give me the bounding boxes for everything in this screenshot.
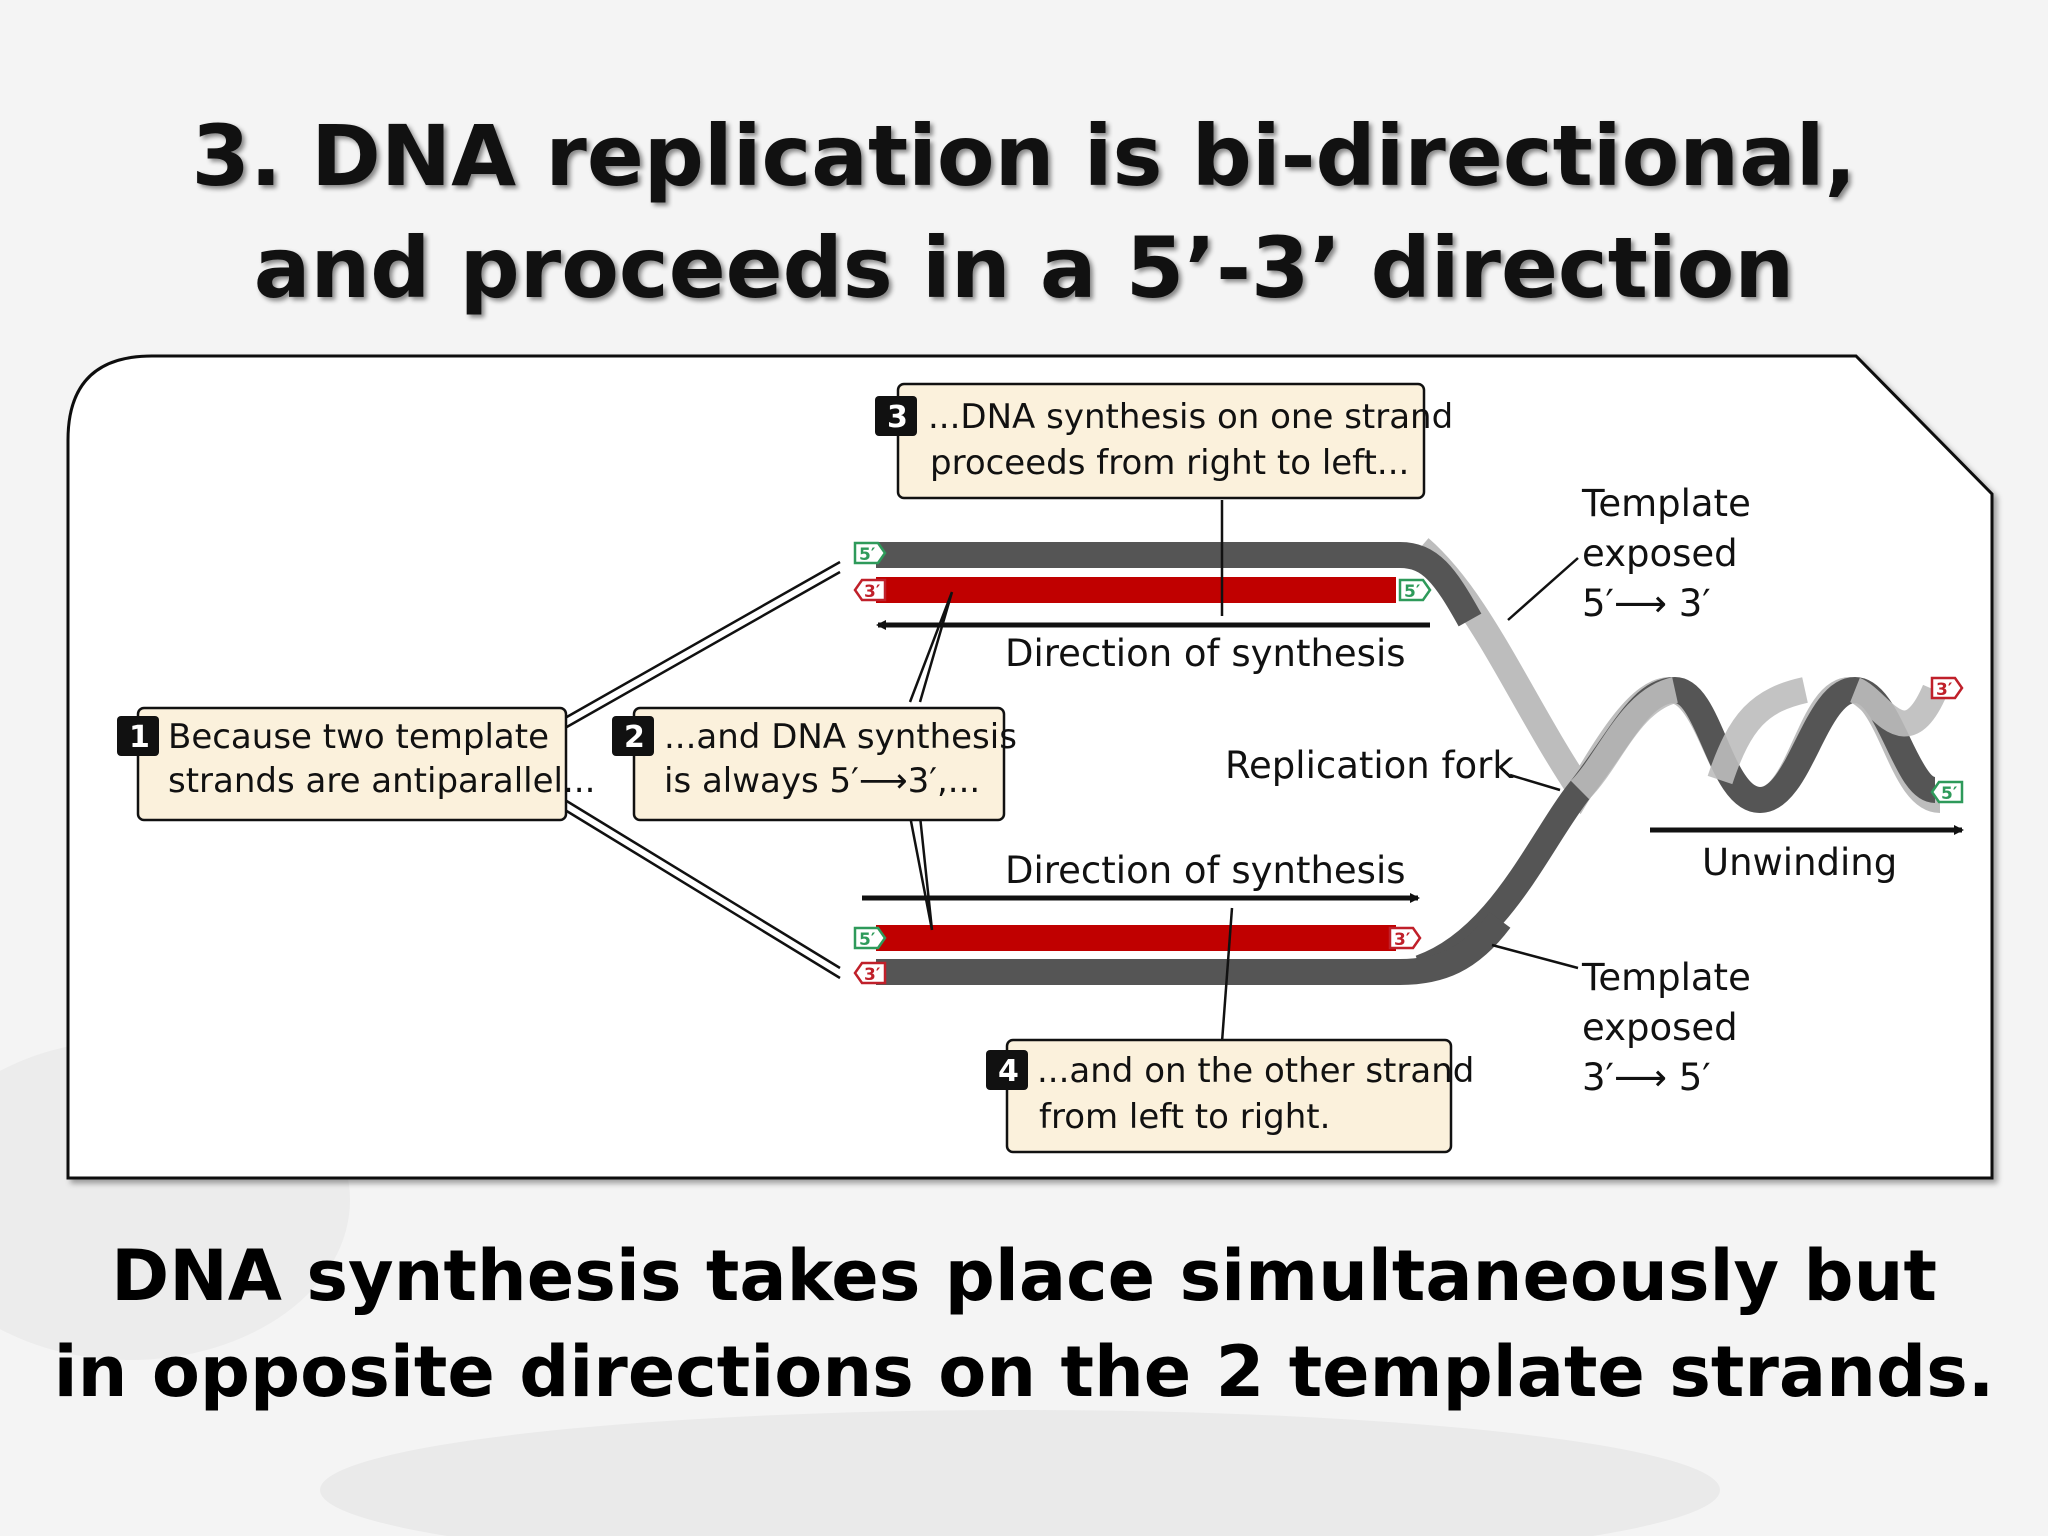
callout-2-number: 2 [624,720,645,755]
svg-text:3′: 3′ [864,582,881,602]
title-line-2: and proceeds in a 5’-3’ direction [253,219,1795,317]
callout-1-number: 1 [129,720,150,755]
svg-text:5′: 5′ [859,545,876,565]
end-tag-helix-top-right: 3′ [1930,676,1964,700]
leader-lines [564,500,1579,1043]
template-top-line-2: exposed [1582,532,1738,575]
end-tag-bottom-grey-left: 3′ [853,961,887,985]
helix-light-crossover [1570,677,1947,800]
direction-label-top: Direction of synthesis [1005,632,1406,675]
template-bottom-line-2: exposed [1582,1006,1738,1049]
unwinding-label: Unwinding [1702,841,1897,884]
callout-3-line-1: ...DNA synthesis on one strand [928,397,1453,437]
replication-fork-label: Replication fork [1225,744,1514,787]
end-tag-top-red-right: 5′ [1398,578,1432,602]
callout-4-line-1: ...and on the other strand [1037,1051,1474,1091]
end-tag-helix-bottom-right: 5′ [1930,780,1964,804]
caption-line-2: in opposite directions on the 2 template… [53,1331,1995,1413]
slide-caption: DNA synthesis takes place simultaneously… [0,1228,2048,1420]
svg-text:3′: 3′ [1936,680,1953,700]
end-tag-bottom-red-right: 3′ [1388,926,1422,950]
direction-label-bottom: Direction of synthesis [1005,849,1406,892]
template-bottom-line-1: Template [1581,956,1751,999]
svg-text:3′: 3′ [1394,930,1411,950]
callout-3-number: 3 [887,400,908,435]
bottom-new-strand [876,925,1396,951]
template-top-line-3: 5′⟶ 3′ [1582,582,1711,625]
callout-4: 4 ...and on the other strand from left t… [986,1038,1474,1154]
end-tag-top-red-left: 3′ [853,578,887,602]
callout-1-line-1: Because two template [168,717,549,757]
callout-3-line-2: proceeds from right to left... [930,443,1409,483]
top-template-strand [876,542,1482,627]
end-tag-bottom-red-left: 5′ [853,926,887,950]
top-new-strand [876,577,1396,603]
title-line-1: 3. DNA replication is bi-directional, [191,107,1857,205]
callout-3: 3 ...DNA synthesis on one strand proceed… [875,382,1453,500]
callout-2-line-2: is always 5′⟶3′,... [664,761,980,801]
end-tag-top-grey-left: 5′ [853,541,887,565]
template-bottom-line-3: 3′⟶ 5′ [1582,1056,1711,1099]
bottom-template-strand [876,912,1511,985]
dna-helix [1411,538,1947,981]
caption-line-1: DNA synthesis takes place simultaneously… [111,1235,1937,1317]
callout-1: 1 Because two template strands are antip… [117,706,595,822]
callout-4-line-2: from left to right. [1039,1097,1330,1137]
callout-4-number: 4 [998,1054,1019,1089]
svg-text:5′: 5′ [1941,784,1958,804]
callout-2: 2 ...and DNA synthesis is always 5′⟶3′,.… [612,706,1017,822]
template-top-label: Template exposed 5′⟶ 3′ [1581,482,1763,625]
callout-1-line-2: strands are antiparallel... [168,761,595,801]
template-bottom-label: Template exposed 3′⟶ 5′ [1581,956,1763,1099]
svg-text:3′: 3′ [864,965,881,985]
diagram-panel [66,354,1994,1180]
slide-title: 3. DNA replication is bi-directional, an… [0,100,2048,324]
callout-2-line-1: ...and DNA synthesis [664,717,1017,757]
svg-text:5′: 5′ [859,930,876,950]
template-top-line-1: Template [1581,482,1751,525]
svg-text:5′: 5′ [1404,582,1421,602]
